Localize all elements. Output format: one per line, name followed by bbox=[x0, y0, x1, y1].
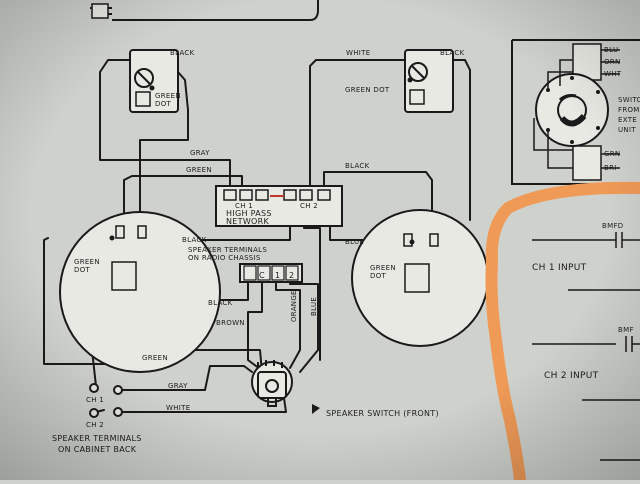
label-network-line2: NETWORK bbox=[226, 217, 269, 226]
label-terminal-1: 1 bbox=[275, 271, 280, 280]
label-cabinet-line1: SPEAKER TERMINALS bbox=[52, 434, 142, 443]
label-black-lower: BLACK bbox=[208, 299, 233, 307]
label-ext-side-4: UNIT bbox=[618, 126, 636, 134]
label-cabinet-line2: ON CABINET BACK bbox=[58, 445, 137, 454]
label-terminals-radio-line1: SPEAKER TERMINALS bbox=[188, 246, 267, 254]
label-gray-bottom: GRAY bbox=[168, 382, 188, 390]
label-terminal-2: 2 bbox=[289, 271, 294, 280]
label-green-mid: GREEN bbox=[186, 166, 212, 174]
label-green-bottom: GREEN bbox=[142, 354, 168, 362]
label-ext-side-1: SWITC bbox=[618, 96, 640, 104]
label-black-top-left: BLACK bbox=[170, 49, 195, 57]
label-brown: BROWN bbox=[216, 319, 245, 327]
label-ch2-terminal: CH 2 bbox=[300, 202, 318, 210]
label-white-top-right: WHITE bbox=[346, 49, 370, 57]
label-black-left-mid: BLACK bbox=[182, 236, 207, 244]
label-black-right: BLACK bbox=[345, 162, 370, 170]
label-white-bottom: WHITE bbox=[166, 404, 190, 412]
label-terminal-c: C bbox=[259, 271, 265, 280]
label-gray-mid: GRAY bbox=[190, 149, 210, 157]
label-blue-vertical: BLUE bbox=[310, 297, 318, 316]
label-green-dot-top-right: GREEN DOT bbox=[345, 86, 390, 94]
label-ext-bri: BRI bbox=[604, 164, 617, 172]
label-black-top-right: BLACK bbox=[440, 49, 465, 57]
tweeter-top-right bbox=[405, 50, 453, 112]
label-ext-wht: WHT bbox=[604, 70, 622, 78]
label-bmfd-2: BMF bbox=[618, 326, 634, 334]
label-ch1-input: CH 1 INPUT bbox=[532, 263, 587, 273]
label-bmfd-1: BMFD bbox=[602, 222, 623, 230]
label-ext-blu: BLU bbox=[604, 46, 618, 54]
label-ext-side-2: FROM bbox=[618, 106, 640, 114]
label-ext-side-3: EXTE bbox=[618, 116, 637, 124]
label-ch1-bottom: CH 1 bbox=[86, 396, 104, 404]
label-speaker-switch: SPEAKER SWITCH (FRONT) bbox=[326, 409, 439, 418]
label-ext-grn: GRN bbox=[604, 150, 620, 158]
label-blue-right: BLUE bbox=[345, 238, 364, 246]
label-ch2-input: CH 2 INPUT bbox=[544, 371, 599, 381]
label-ch2-bottom: CH 2 bbox=[86, 421, 104, 429]
label-ext-orn: ORN bbox=[604, 58, 621, 66]
label-orange: ORANGE bbox=[290, 290, 298, 322]
label-terminals-radio-line2: ON RADIO CHASSIS bbox=[188, 254, 261, 262]
